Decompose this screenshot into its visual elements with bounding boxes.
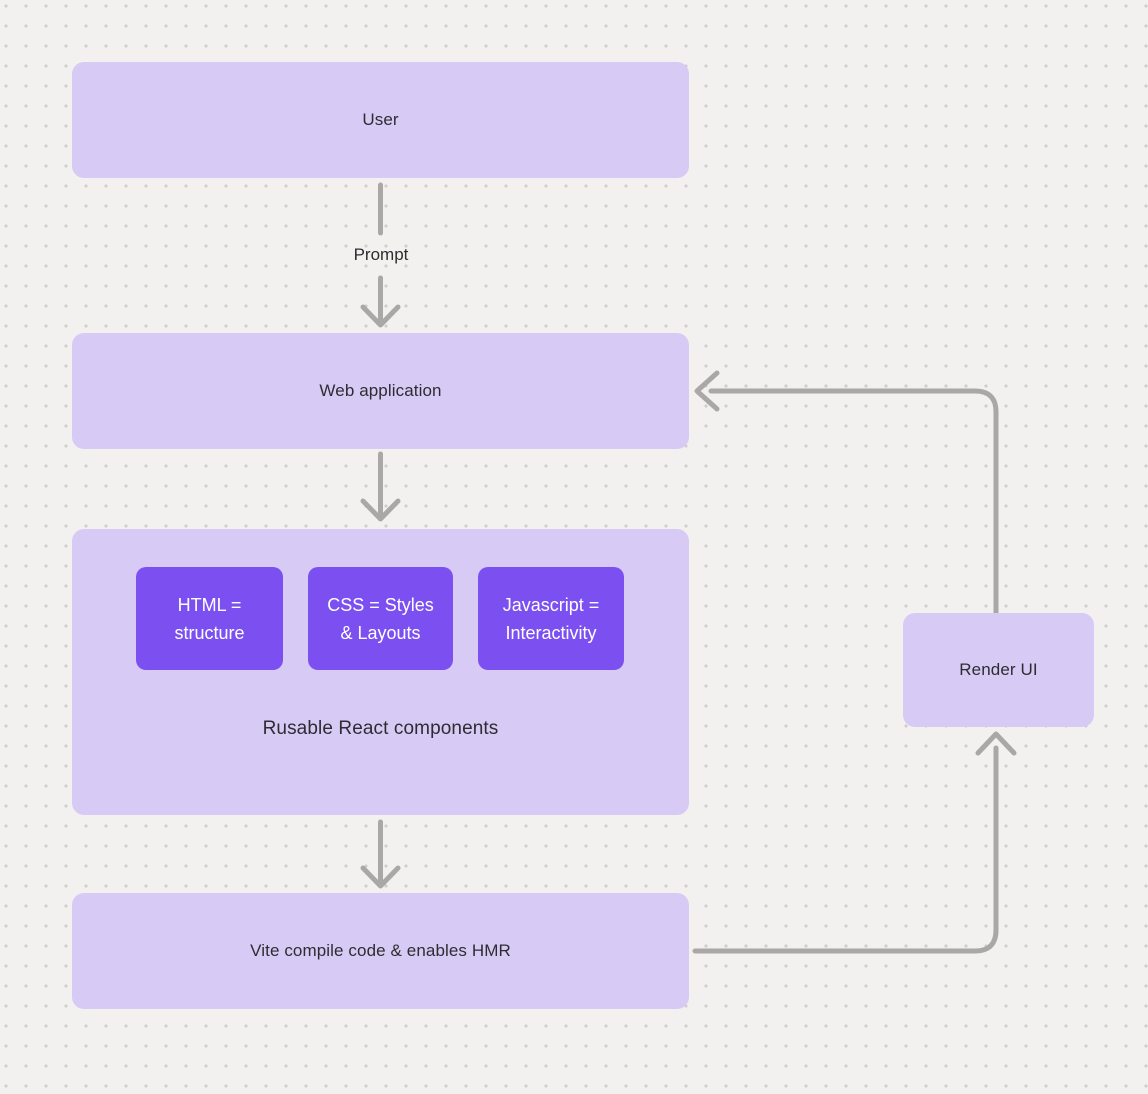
arrow-vite-to-renderui-head <box>975 731 1017 756</box>
node-html-structure-label: HTML = structure <box>174 594 245 643</box>
components-group-caption: Rusable React components <box>262 718 499 739</box>
node-css-styles-label: CSS = Styles & Layouts <box>327 594 434 643</box>
node-css-styles: CSS = Styles & Layouts <box>308 567 453 670</box>
node-web-application-label: Web application <box>319 381 442 400</box>
node-web-application: Web application <box>72 333 689 449</box>
node-render-ui-label: Render UI <box>959 660 1038 679</box>
node-javascript-interactivity-label: Javascript = Interactivity <box>502 594 600 643</box>
node-html-structure: HTML = structure <box>136 567 283 670</box>
node-user-label: User <box>362 110 399 129</box>
node-vite-compile: Vite compile code & enables HMR <box>72 893 689 1009</box>
node-user: User <box>72 62 689 178</box>
node-javascript-interactivity: Javascript = Interactivity <box>478 567 624 670</box>
arrow-user-to-webapp-head <box>360 304 401 328</box>
node-render-ui: Render UI <box>903 613 1094 727</box>
edge-label-prompt: Prompt <box>353 245 409 264</box>
arrow-components-to-vite-head <box>360 865 401 889</box>
arrow-renderui-to-webapp-head <box>694 370 720 412</box>
arrow-webapp-to-components-head <box>360 498 401 522</box>
arrow-renderui-to-webapp-line <box>708 388 999 616</box>
arrow-vite-to-renderui-line <box>692 745 999 954</box>
node-vite-compile-label: Vite compile code & enables HMR <box>250 941 511 960</box>
